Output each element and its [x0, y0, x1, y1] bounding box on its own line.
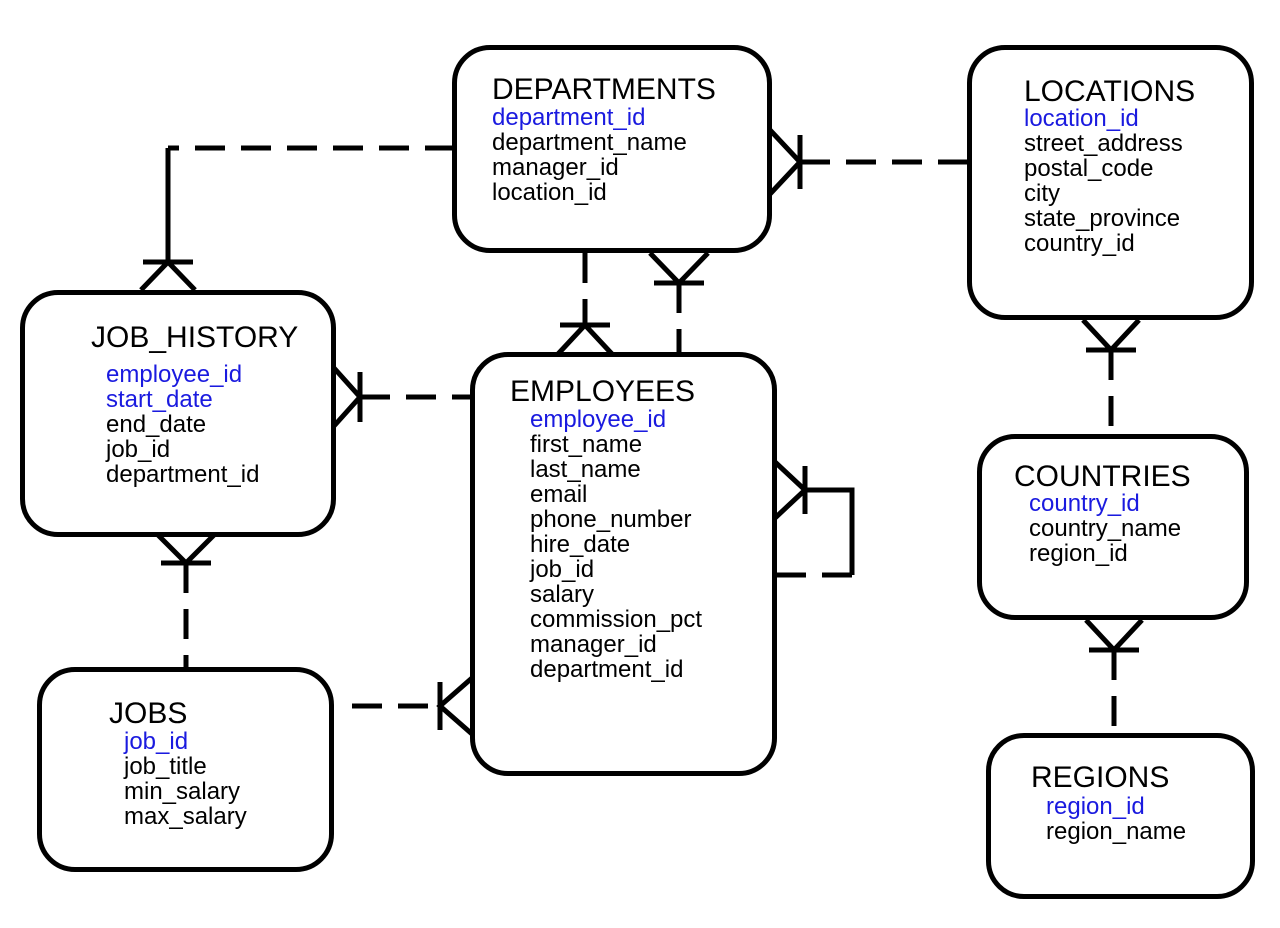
field: department_name [492, 129, 687, 156]
key-field: employee_id [106, 361, 243, 388]
field: department_id [530, 656, 684, 683]
entity-title: JOB_HISTORY [91, 321, 299, 354]
crowfoot-employees-top [556, 321, 614, 356]
entity-title: COUNTRIES [1014, 460, 1191, 493]
key-field: job_id [124, 728, 189, 755]
field: max_salary [124, 803, 247, 830]
field: phone_number [530, 506, 692, 533]
crowfoot-countries-bottom [1084, 618, 1144, 654]
field: first_name [530, 431, 643, 458]
field: country_name [1029, 515, 1182, 542]
entity-title: REGIONS [1031, 761, 1170, 794]
entity-title: JOBS [109, 697, 188, 730]
entity-title: EMPLOYEES [510, 375, 696, 408]
field: job_id [106, 436, 171, 463]
crowfoot-locations-bottom [1081, 318, 1141, 354]
field: last_name [530, 456, 641, 483]
key-field: location_id [1024, 105, 1139, 132]
key-field: department_id [492, 104, 646, 131]
field: state_province [1024, 205, 1181, 232]
crowfoot-jobhistory-top [139, 258, 197, 292]
field: min_salary [124, 778, 241, 805]
field: manager_id [492, 154, 619, 181]
field: job_title [124, 753, 207, 780]
field: region_id [1029, 540, 1128, 567]
crowfoot-jobhistory-bottom [156, 533, 216, 567]
field: location_id [492, 179, 607, 206]
field: salary [530, 581, 595, 608]
crowfoot-departments-bottom [648, 251, 710, 287]
field: country_id [1024, 230, 1135, 257]
key-field: start_date [106, 386, 213, 413]
key-field: region_id [1046, 793, 1145, 820]
field: job_id [530, 556, 595, 583]
field: region_name [1046, 818, 1187, 845]
key-field: employee_id [530, 406, 667, 433]
crowfoot-departments [768, 128, 804, 196]
crowfoot-jobhistory-right [332, 366, 364, 428]
key-field: country_id [1029, 490, 1140, 517]
link-employees-self [805, 487, 855, 575]
field: commission_pct [530, 606, 703, 633]
field: end_date [106, 411, 207, 438]
crowfoot-employees-left [436, 676, 474, 736]
crowfoot-employees-right [773, 460, 809, 520]
field: email [530, 481, 588, 508]
entity-title: DEPARTMENTS [492, 73, 716, 106]
field: street_address [1024, 130, 1183, 157]
field: city [1024, 180, 1060, 207]
field: hire_date [530, 531, 631, 558]
entity-title: LOCATIONS [1024, 75, 1196, 108]
field: postal_code [1024, 155, 1154, 182]
field: department_id [106, 461, 260, 488]
field: manager_id [530, 631, 657, 658]
